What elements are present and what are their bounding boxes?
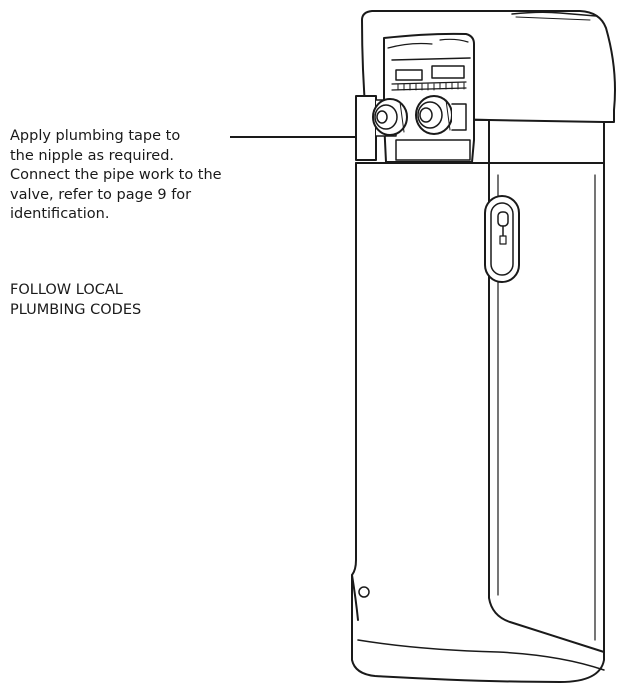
notice-line: PLUMBING CODES — [10, 301, 142, 318]
cabinet-body — [351, 162, 605, 683]
instruction-line: Apply plumbing tape to — [10, 128, 181, 144]
instruction-line: identification. — [10, 206, 110, 222]
latch-lock — [484, 195, 520, 283]
plumbing-codes-notice: FOLLOW LOCAL PLUMBING CODES — [10, 281, 141, 320]
notice-line: FOLLOW LOCAL — [10, 282, 123, 298]
instruction-text: Apply plumbing tape to the nipple as req… — [10, 127, 250, 225]
callout-leader-line — [230, 136, 370, 138]
instruction-line: valve, refer to page 9 for — [10, 186, 192, 203]
instruction-line: the nipple as required. — [10, 147, 175, 164]
outlet-nipple — [415, 95, 467, 135]
bottom-fitting — [358, 586, 370, 598]
instruction-line: Connect the pipe work to the — [10, 167, 222, 183]
inlet-nipple — [372, 98, 408, 136]
